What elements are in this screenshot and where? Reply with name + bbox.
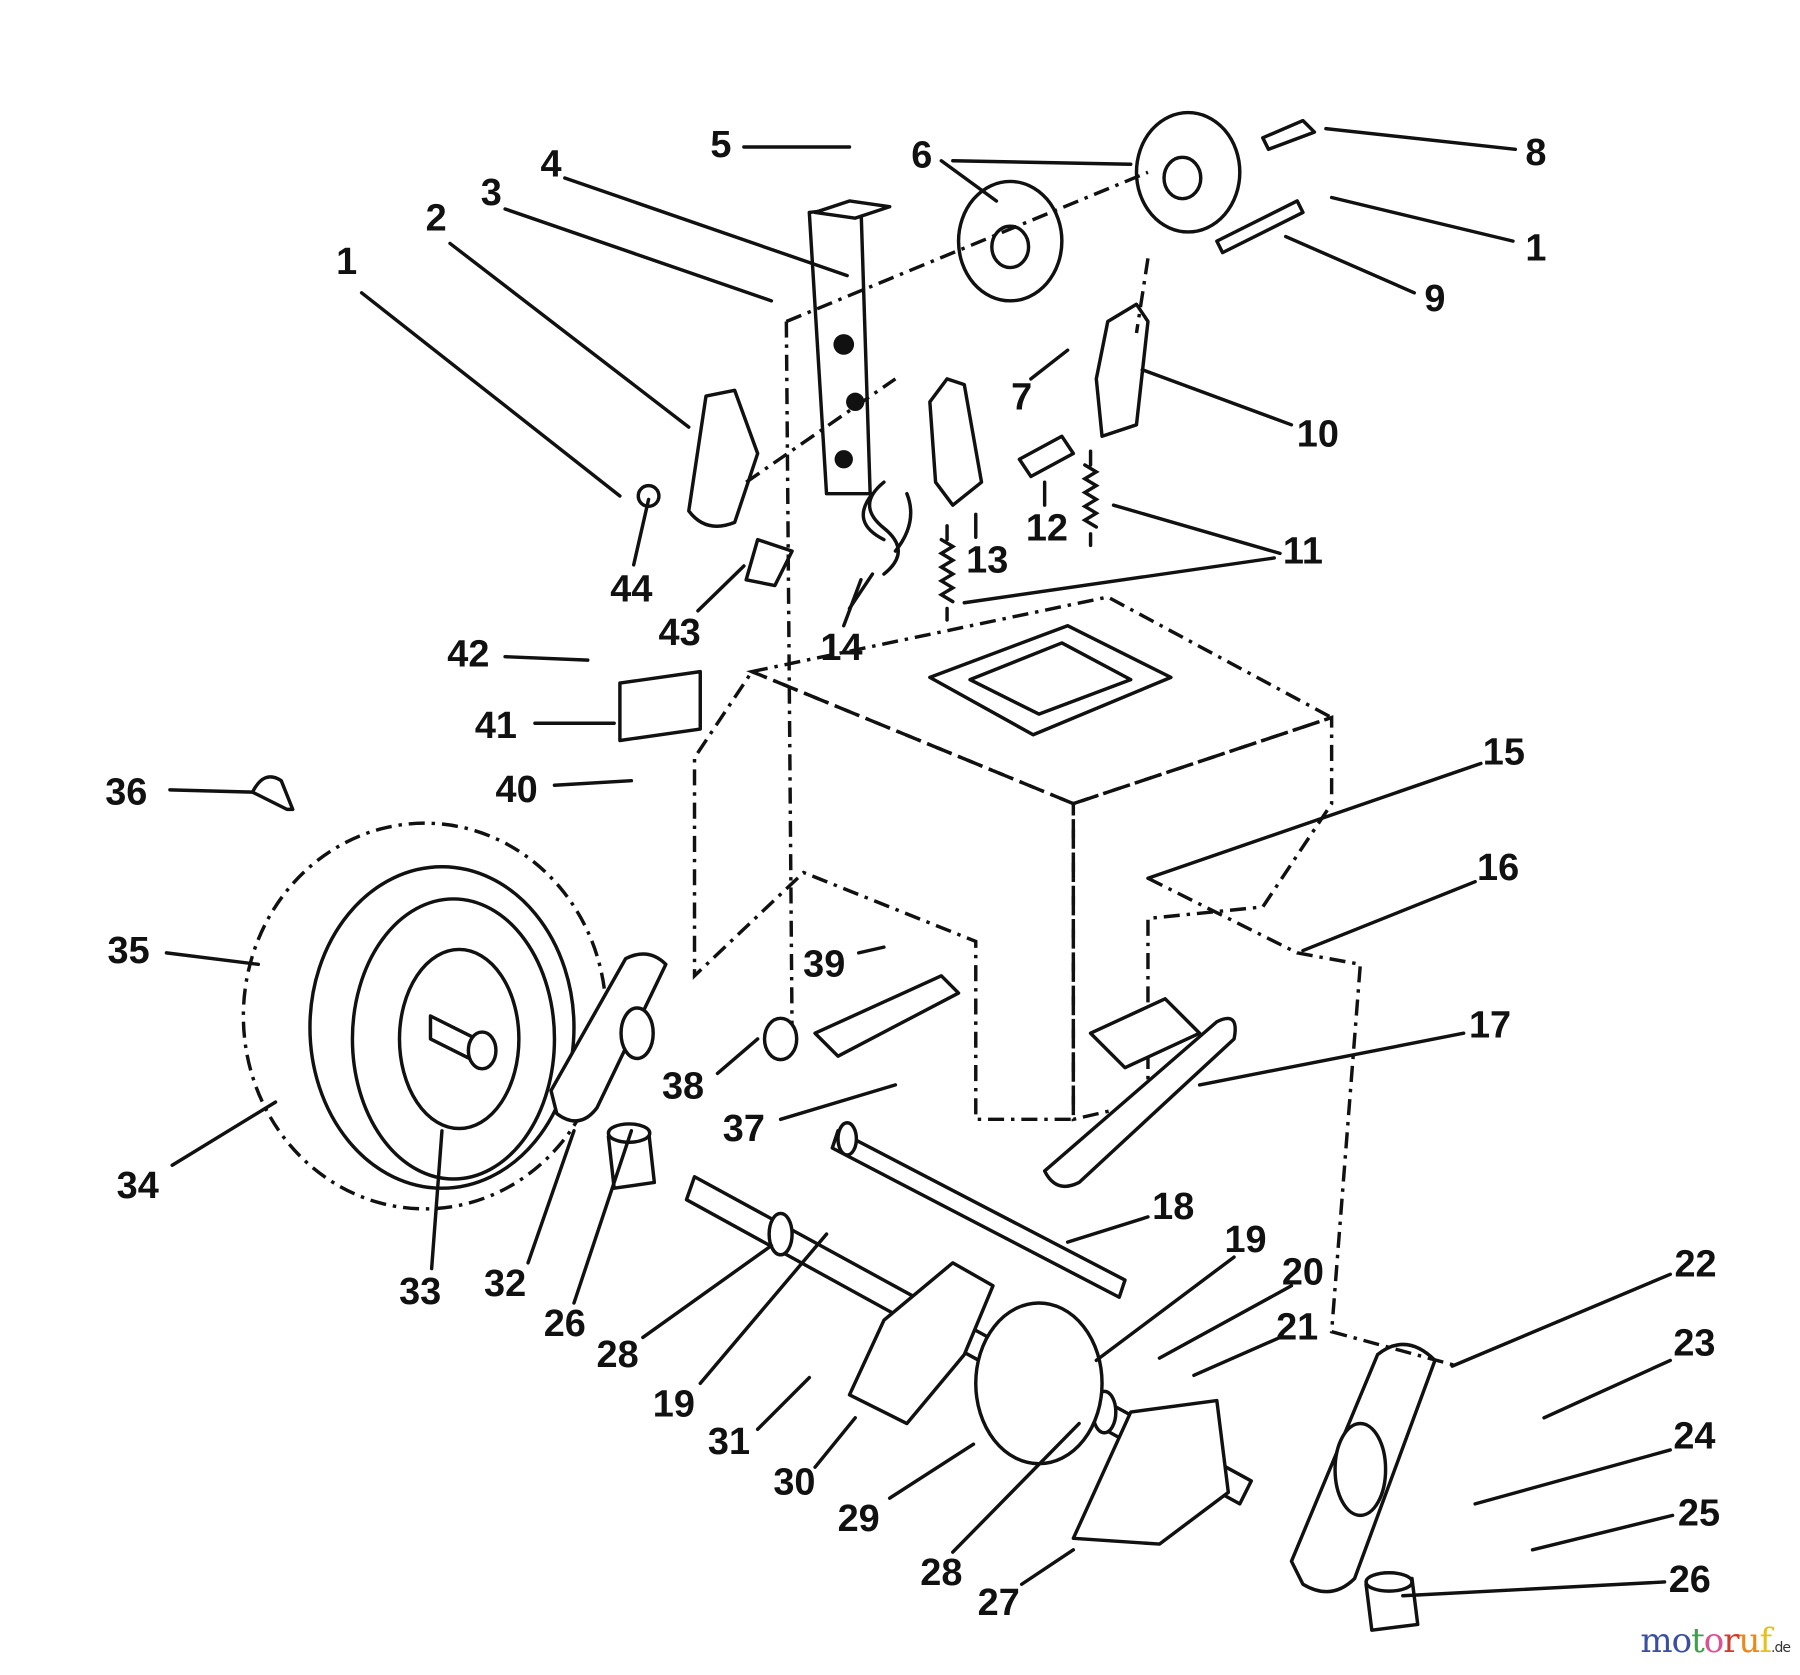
small-plate (618, 669, 702, 743)
callout: 19 (1224, 1219, 1266, 1261)
callout: 44 (610, 568, 652, 610)
callout: 38 (662, 1065, 704, 1107)
callout: 18 (1152, 1186, 1194, 1228)
lever-plate (687, 388, 760, 528)
watermark-letter: o (1671, 1621, 1693, 1661)
clip (250, 775, 295, 812)
callout: 27 (978, 1582, 1020, 1624)
callout: 6 (911, 134, 932, 176)
handle-knob (744, 537, 794, 588)
callout: 29 (838, 1498, 880, 1540)
frame-right-panel (1071, 715, 1334, 1122)
shift-plate (1042, 1016, 1237, 1188)
callout: 31 (708, 1421, 750, 1463)
sprocket (974, 1301, 1104, 1466)
callout: 12 (1026, 507, 1068, 549)
callout: 26 (544, 1303, 586, 1345)
pin (1215, 199, 1305, 255)
callout: 21 (1276, 1306, 1318, 1348)
leader-lines (164, 126, 1675, 1598)
watermark-suffix: .de (1771, 1640, 1791, 1656)
callout: 1 (336, 241, 357, 283)
callout: 35 (108, 930, 150, 972)
callout: 43 (659, 612, 701, 654)
callout: 26 (1669, 1559, 1711, 1601)
callout: 39 (803, 944, 845, 986)
callout: 7 (1011, 377, 1032, 419)
chain-guard (847, 1261, 995, 1426)
watermark-letter: t (1691, 1621, 1705, 1661)
callout: 1 (1525, 227, 1546, 269)
callout: 36 (105, 771, 147, 813)
callouts: 1 2 3 4 5 6 8 1 9 10 7 12 11 13 14 44 43… (105, 124, 1720, 1624)
link-arm (813, 974, 961, 1058)
callout: 23 (1673, 1322, 1715, 1364)
callout: 33 (399, 1271, 441, 1313)
callout: 37 (723, 1108, 765, 1150)
callout: 30 (773, 1461, 815, 1503)
callout: 10 (1297, 413, 1339, 455)
callout: 11 (1283, 530, 1323, 572)
callout: 15 (1483, 731, 1525, 773)
callout: 28 (597, 1334, 639, 1376)
callout: 25 (1678, 1492, 1720, 1534)
parts-drawing (241, 110, 1459, 1632)
callout: 13 (966, 540, 1008, 582)
callout: 40 (496, 769, 538, 811)
spacer (1017, 434, 1076, 479)
watermark-letter: r (1723, 1621, 1739, 1661)
callout: 24 (1673, 1415, 1715, 1457)
watermark-letter: m (1640, 1621, 1672, 1661)
callout: 17 (1469, 1004, 1511, 1046)
extension-spring-left (937, 524, 957, 622)
callout: 14 (820, 627, 862, 669)
idler-arm-left (928, 377, 984, 507)
callout: 4 (540, 144, 561, 186)
extension-spring-right (1081, 449, 1100, 548)
callout: 2 (426, 197, 447, 239)
watermark-letter: o (1703, 1621, 1725, 1661)
callout: 3 (481, 172, 502, 214)
callout: 34 (117, 1165, 159, 1207)
callout: 5 (710, 124, 731, 166)
torsion-spring (847, 480, 913, 611)
callout: 32 (484, 1263, 526, 1305)
cross-shaft (830, 1129, 1127, 1299)
frame-front-panel (692, 669, 1076, 1122)
callout: 19 (653, 1383, 695, 1425)
callout: 42 (447, 634, 489, 676)
drive-bracket (1071, 1398, 1231, 1546)
watermark-letter: f (1759, 1621, 1772, 1661)
bolt-top-right (1261, 118, 1317, 152)
callout: 8 (1525, 132, 1546, 174)
callout: 20 (1282, 1251, 1324, 1293)
idler-arm-right (1094, 302, 1150, 439)
frame-top-panel (746, 595, 1336, 806)
watermark-logo: motoruf.de (1640, 1621, 1791, 1661)
callout: 22 (1674, 1243, 1716, 1285)
callout: 9 (1424, 278, 1445, 320)
watermark-letter: u (1738, 1621, 1761, 1661)
callout: 41 (475, 705, 517, 747)
callout: 28 (920, 1552, 962, 1594)
callout: 16 (1477, 847, 1519, 889)
